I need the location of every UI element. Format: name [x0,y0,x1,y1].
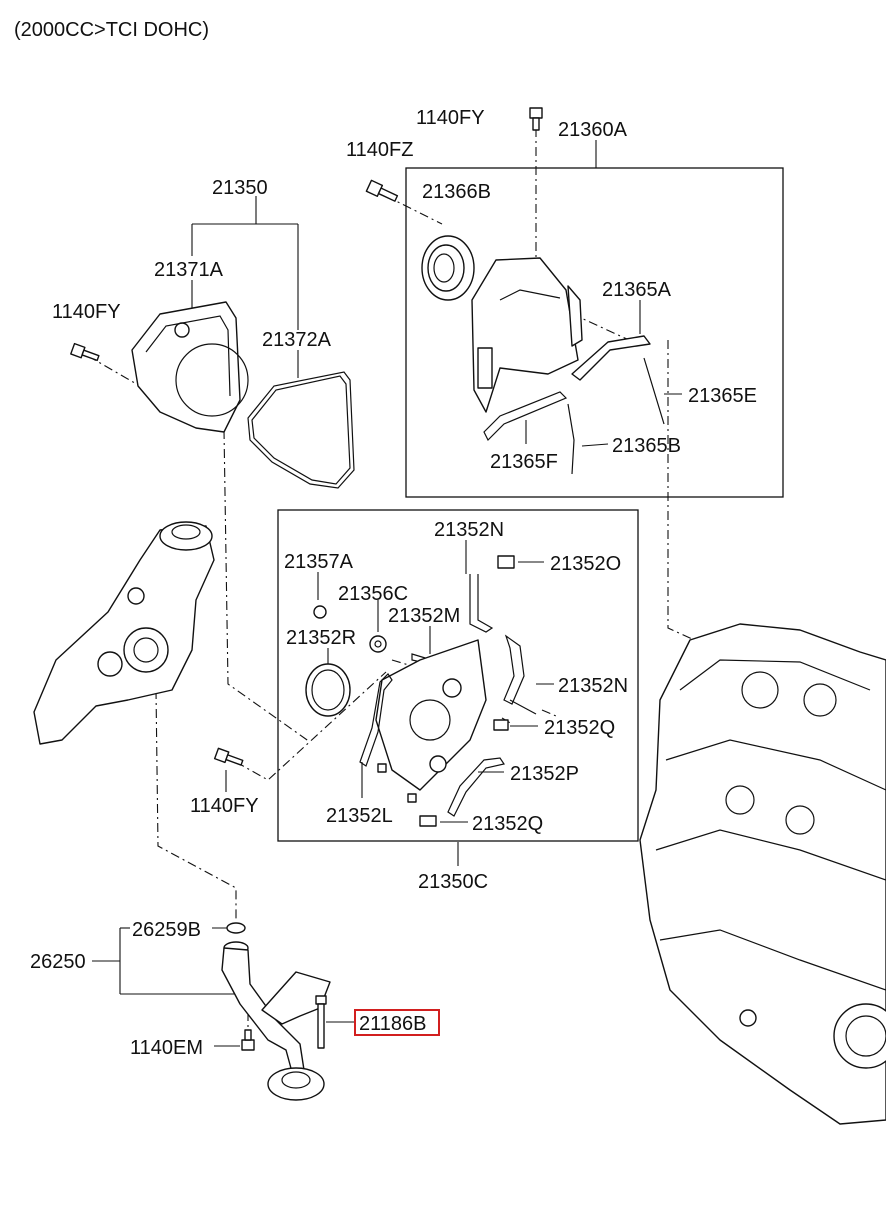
seal-21365B [567,403,575,475]
bolt-1140FY-top [529,107,543,131]
label-21365A: 21365A [602,279,672,301]
part-labels: 1140FY 21360A 1140FZ 21350 21366B 21371A… [30,107,757,1059]
label-21352Q-bot: 21352Q [472,813,543,835]
rod-21365E [643,357,665,425]
label-21352O: 21352O [550,553,621,575]
bolt-1140FZ [365,179,399,202]
seal-set-21350C [305,555,537,827]
label-21366B: 21366B [422,181,491,203]
oil-pump-case [33,521,215,745]
label-21186B[interactable]: 21186B [359,1013,426,1035]
label-1140FY-mid: 1140FY [190,795,259,817]
label-26259B: 26259B [132,919,201,941]
label-21352R: 21352R [286,627,356,649]
cover-21360A [471,257,583,413]
label-21352L: 21352L [326,805,393,827]
seal-21365F [483,391,568,442]
bolt-21186B [315,995,327,1049]
label-21352N-top: 21352N [434,519,504,541]
diagram-header: (2000CC>TCI DOHC) [14,19,209,41]
bolt-1140FY-mid [213,747,244,766]
label-21352Q-mid: 21352Q [544,717,615,739]
label-21352M: 21352M [388,605,460,627]
label-21371A: 21371A [154,259,224,281]
label-21352N-mid: 21352N [558,675,628,697]
label-21372A: 21372A [262,329,332,351]
label-1140FY-top: 1140FY [416,107,485,129]
group-box-21350C [277,509,639,842]
label-21350: 21350 [212,177,268,199]
leader-lines [92,140,682,1047]
upper-cover-21371A [131,301,249,433]
label-21350C: 21350C [418,871,488,893]
oil-pickup-26250 [221,922,331,1101]
gasket-21372A [247,371,355,489]
label-1140EM: 1140EM [130,1037,203,1059]
label-21356C: 21356C [338,583,408,605]
label-1140FZ: 1140FZ [346,139,413,161]
label-21365B: 21365B [612,435,681,457]
pulley-21366B [421,235,475,301]
bolt-1140FY-left [70,342,100,362]
bracket-21365A [571,335,651,381]
bolt-1140EM [241,1029,255,1051]
label-21360A: 21360A [558,119,628,141]
highlight-box-21186B [354,1009,440,1036]
label-1140FY-left: 1140FY [52,301,121,323]
label-26250: 26250 [30,951,86,973]
label-21365E: 21365E [688,385,757,407]
group-box-21360A [405,167,784,498]
label-21352P: 21352P [510,763,579,785]
label-21357A: 21357A [284,551,354,573]
label-21365F: 21365F [490,451,558,473]
engine-block [639,623,886,1125]
